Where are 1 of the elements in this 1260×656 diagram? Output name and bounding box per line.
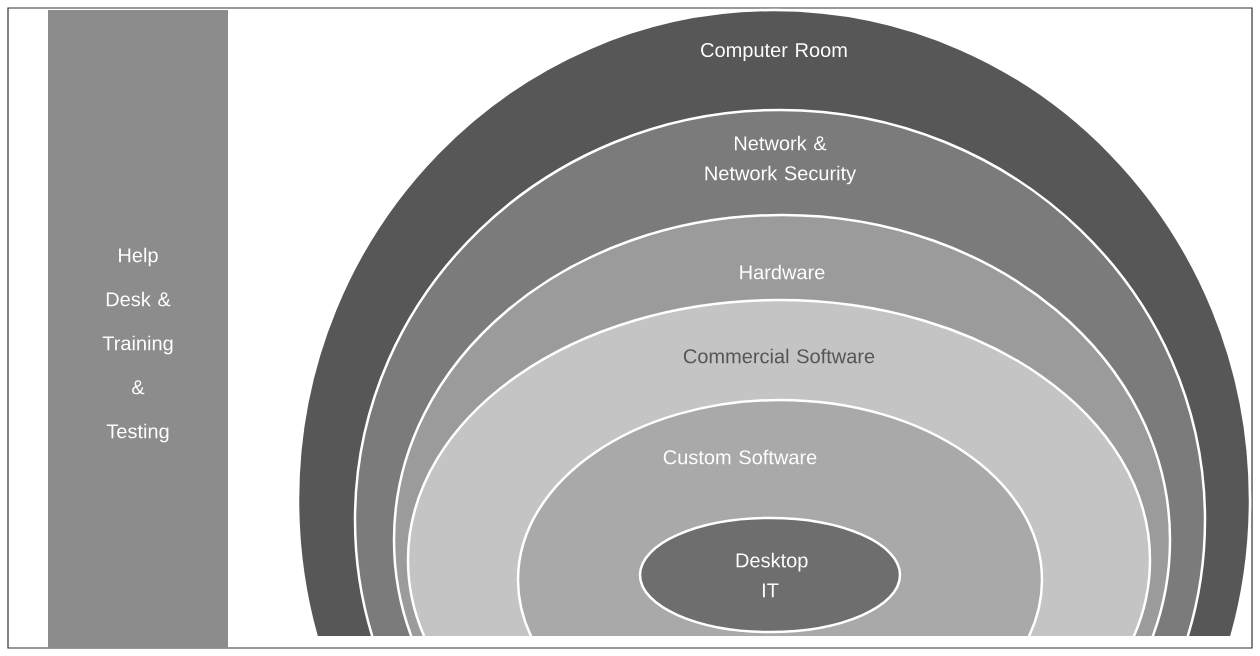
side-bar: Help Desk & Training & Testing — [48, 10, 228, 648]
